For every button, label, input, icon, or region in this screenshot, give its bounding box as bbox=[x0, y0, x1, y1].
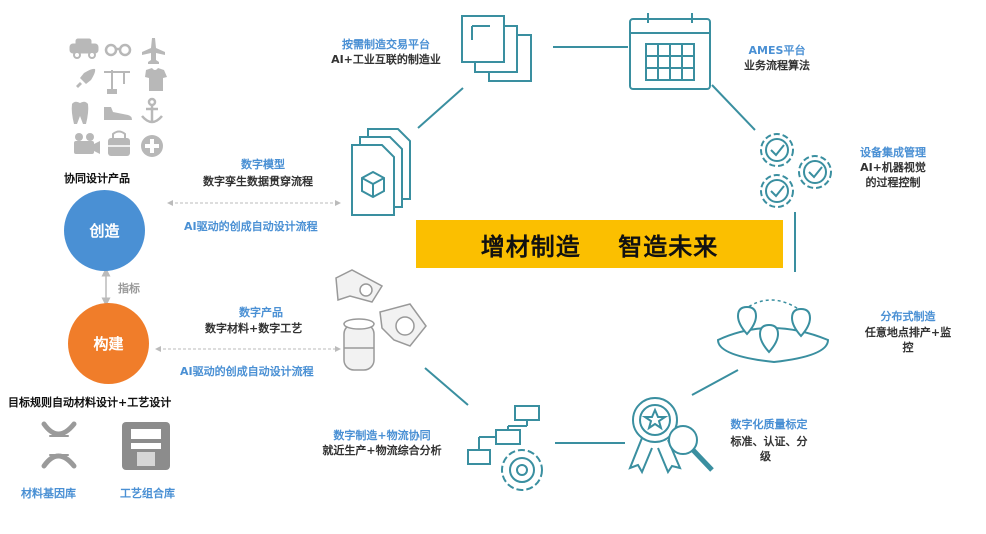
collab-design-label: 协同设计产品 bbox=[64, 172, 130, 185]
slogan-right: 智造未来 bbox=[618, 232, 719, 261]
build-label: 构建 bbox=[93, 335, 124, 353]
digital-product-title: 数字产品 bbox=[239, 306, 283, 319]
files-cube-icon bbox=[351, 128, 411, 216]
calendar-icon bbox=[629, 13, 711, 90]
connector-distributed-quality bbox=[691, 369, 739, 396]
digital-model-sub: 数字孪生数据贯穿流程 bbox=[203, 175, 313, 188]
ames-title: AMES平台 bbox=[748, 44, 806, 57]
distributed-title: 分布式制造 bbox=[880, 310, 936, 323]
process-connectors bbox=[417, 46, 796, 444]
dna-icon bbox=[41, 421, 77, 469]
digital-model-ai: AI驱动的创成自动设计流程 bbox=[184, 220, 318, 233]
quality-sub2: 级 bbox=[760, 450, 771, 463]
tshirt-icon bbox=[145, 68, 167, 91]
flowchart-gear-icon bbox=[467, 405, 543, 491]
airplane-icon bbox=[142, 38, 165, 64]
platform-title: 按需制造交易平台 bbox=[342, 38, 430, 51]
windows-icon bbox=[461, 15, 532, 82]
ames-sub: 业务流程算法 bbox=[744, 59, 810, 72]
material-lib-label: 材料基因库 bbox=[21, 487, 76, 500]
connector-ames-device bbox=[711, 84, 756, 131]
slogan-banner: 增材制造 智造未来 bbox=[416, 220, 783, 268]
glasses-icon bbox=[104, 43, 132, 57]
anchor-icon bbox=[141, 97, 163, 124]
tooth-icon bbox=[71, 101, 89, 124]
create-circle: 创造 bbox=[64, 190, 145, 271]
medical-icon bbox=[141, 135, 163, 157]
bag-icon bbox=[108, 130, 130, 156]
device-title: 设备集成管理 bbox=[860, 146, 926, 159]
printer-icon bbox=[122, 422, 170, 470]
slogan-left: 增材制造 bbox=[480, 232, 581, 261]
digital-product-ai: AI驱动的创成自动设计流程 bbox=[180, 365, 314, 378]
shoe-icon bbox=[104, 107, 132, 120]
auto-material-label: 目标规则自动材料设计+工艺设计 bbox=[8, 396, 172, 409]
logistics-sub: 就近生产+物流综合分析 bbox=[322, 444, 442, 457]
crane-icon bbox=[104, 70, 130, 94]
build-circle: 构建 bbox=[68, 303, 149, 384]
indicator-label: 指标 bbox=[118, 282, 140, 295]
product-icons bbox=[69, 38, 167, 157]
quality-sub1: 标准、认证、分 bbox=[730, 435, 808, 448]
gears-icon bbox=[760, 133, 832, 208]
connector-logistics-product bbox=[424, 367, 469, 406]
create-label: 创造 bbox=[89, 222, 120, 240]
digital-product-sub: 数字材料+数字工艺 bbox=[205, 322, 303, 335]
map-pins-icon bbox=[716, 299, 830, 364]
distributed-sub1: 任意地点排产+监 bbox=[864, 326, 952, 339]
rocket-icon bbox=[76, 68, 96, 88]
logistics-title: 数字制造+物流协同 bbox=[333, 429, 431, 442]
car-icon bbox=[69, 38, 99, 59]
digital-model-title: 数字模型 bbox=[241, 158, 285, 171]
camera-icon bbox=[74, 133, 100, 154]
quality-badge-icon bbox=[628, 397, 714, 475]
distributed-sub2: 控 bbox=[902, 341, 914, 354]
platform-sub: AI+工业互联的制造业 bbox=[331, 53, 441, 66]
device-sub1: AI+机器视觉 bbox=[860, 161, 926, 174]
connector-model-platform bbox=[417, 87, 464, 129]
quality-title: 数字化质量标定 bbox=[730, 418, 808, 431]
device-sub2: 的过程控制 bbox=[865, 176, 921, 189]
process-lib-label: 工艺组合库 bbox=[120, 487, 175, 500]
parts-icon bbox=[335, 269, 427, 371]
